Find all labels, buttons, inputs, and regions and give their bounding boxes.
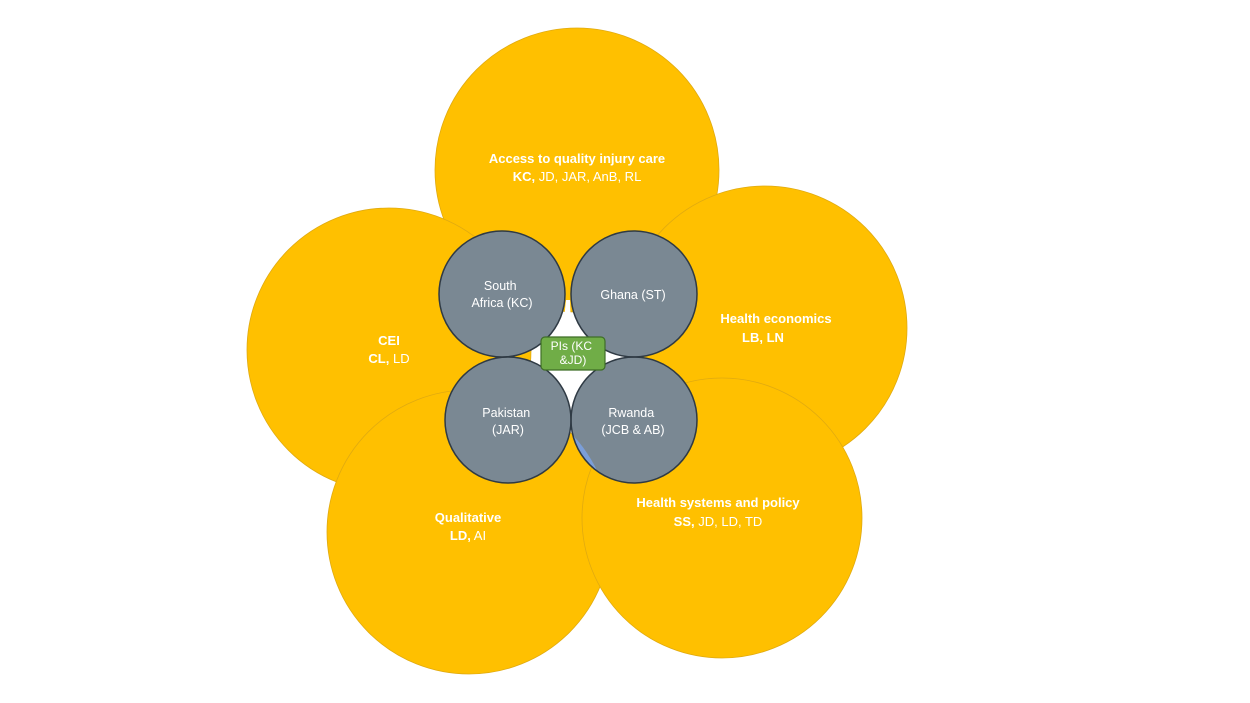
pi-label: PIs (KC &JD)	[551, 339, 596, 367]
theme-people-cei: CL, LD	[368, 351, 409, 366]
theme-people-health-economics: LB, LN	[742, 330, 784, 345]
theme-label-health-systems: Health systems and policy SS, JD, LD, TD	[636, 495, 800, 529]
theme-people-health-systems: SS, JD, LD, TD	[674, 514, 763, 529]
theme-members-access: JD, JAR, AnB, RL	[535, 169, 641, 184]
country-label-pakistan-line-2: (JAR)	[492, 423, 524, 437]
country-label-pakistan-line-1: Pakistan	[482, 406, 530, 420]
theme-title-health-systems: Health systems and policy	[636, 495, 800, 510]
country-label-south-africa-line-2: Africa (KC)	[471, 296, 532, 310]
theme-label-access: Access to quality injury care KC, JD, JA…	[489, 151, 665, 184]
pi-box	[540, 336, 606, 371]
theme-lead-health-systems: SS,	[674, 514, 695, 529]
country-label-pakistan: Pakistan (JAR)	[482, 406, 533, 437]
country-circle-ghana	[571, 231, 697, 357]
country-circle-south-africa	[439, 231, 565, 357]
country-label-rwanda-line-1: Rwanda	[608, 406, 654, 420]
pi-label-line-1: PIs (KC	[551, 339, 593, 353]
theme-title-cei: CEI	[378, 333, 400, 348]
theme-people-qualitative: LD, AI	[450, 528, 486, 543]
theme-label-cei: CEI CL, LD	[368, 333, 409, 366]
country-label-rwanda-line-2: (JCB & AB)	[601, 423, 664, 437]
theme-members-cei: LD	[389, 351, 409, 366]
pi-label-line-2: &JD)	[560, 353, 587, 367]
country-label-south-africa: South Africa (KC)	[471, 279, 532, 310]
country-circles	[439, 231, 697, 483]
theme-title-qualitative: Qualitative	[435, 510, 501, 525]
theme-title-access: Access to quality injury care	[489, 151, 665, 166]
theme-people-access: KC, JD, JAR, AnB, RL	[513, 169, 642, 184]
theme-label-health-economics: Health economics LB, LN	[720, 311, 831, 345]
theme-members-health-systems: JD, LD, TD	[695, 514, 763, 529]
country-circle-rwanda	[571, 357, 697, 483]
country-label-south-africa-line-1: South	[484, 279, 517, 293]
theme-members-qualitative: AI	[471, 528, 486, 543]
country-label-rwanda: Rwanda (JCB & AB)	[601, 406, 664, 437]
country-outline-rwanda	[570, 356, 698, 484]
theme-lead-health-economics: LB, LN	[742, 330, 784, 345]
country-label-ghana: Ghana (ST)	[600, 288, 665, 302]
country-circle-pakistan	[445, 357, 571, 483]
theme-title-health-economics: Health economics	[720, 311, 831, 326]
theme-lead-cei: CL,	[368, 351, 389, 366]
theme-lead-access: KC,	[513, 169, 535, 184]
theme-lead-qualitative: LD,	[450, 528, 471, 543]
country-outlines	[438, 230, 698, 484]
theme-label-qualitative: Qualitative LD, AI	[435, 510, 501, 543]
country-label-ghana-line-1: Ghana (ST)	[600, 288, 665, 302]
